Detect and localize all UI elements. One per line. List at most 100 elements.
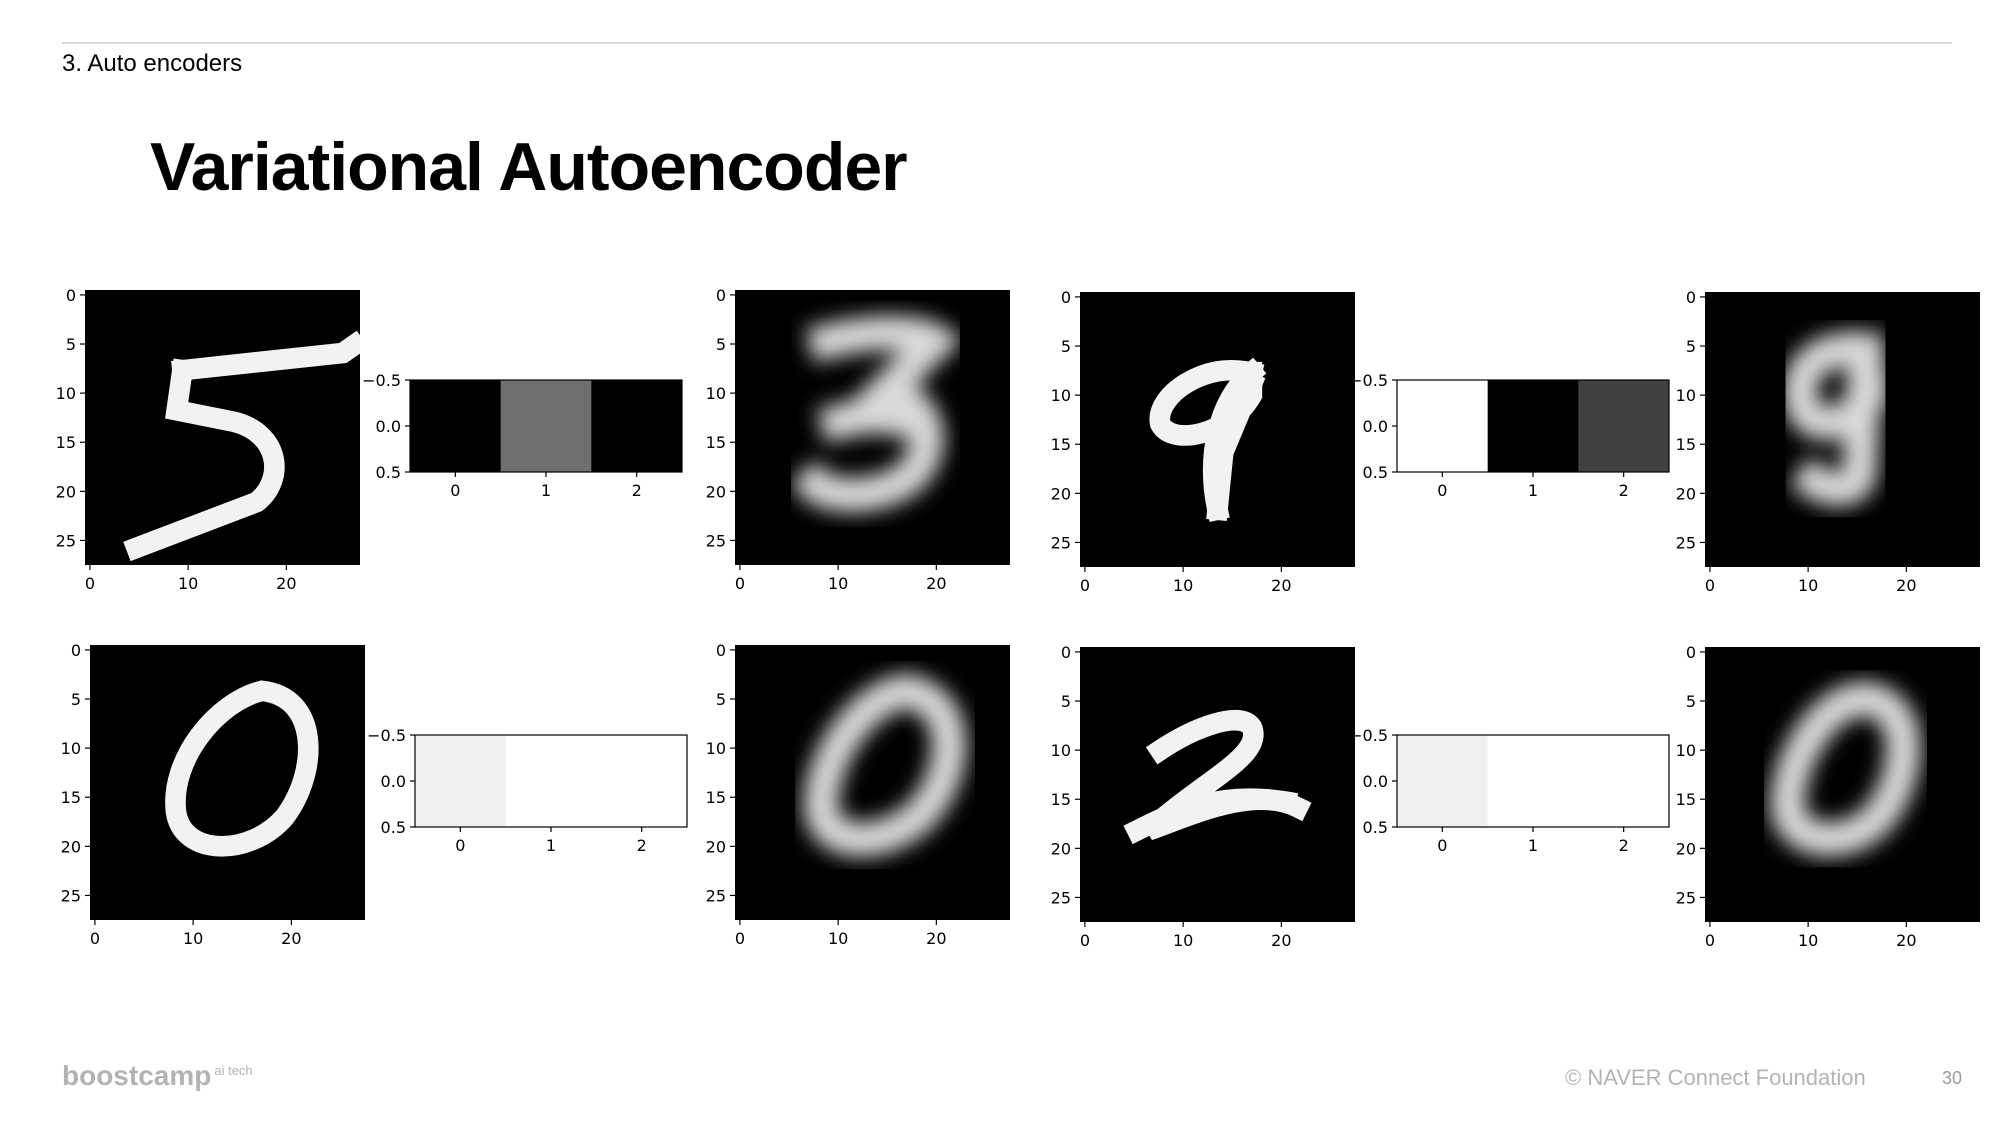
latent-cell [410, 380, 502, 472]
x-tick-label: 1 [541, 481, 551, 500]
y-tick-label: 0 [1686, 288, 1696, 307]
y-tick-label: 0 [71, 641, 81, 660]
y-tick-label: 15 [1676, 435, 1696, 454]
digit-stroke [1123, 709, 1312, 845]
x-tick-label: 10 [828, 929, 848, 948]
x-tick-label: 20 [926, 929, 946, 948]
latent-cell [1397, 735, 1489, 827]
slide-title: Variational Autoencoder [150, 129, 908, 205]
x-tick-label: 1 [546, 836, 556, 855]
x-tick-label: 2 [637, 836, 647, 855]
y-tick-label: 0 [1686, 643, 1696, 662]
y-tick-label: 10 [56, 384, 76, 403]
y-tick-label: 25 [1676, 533, 1696, 552]
y-tick-label: 15 [1676, 790, 1696, 809]
latent-cell [1397, 380, 1489, 472]
y-tick-label: 5 [66, 335, 76, 354]
y-tick-label: 15 [61, 788, 81, 807]
digit-stroke [1770, 681, 1921, 857]
y-tick-label: 10 [61, 739, 81, 758]
y-tick-label: 10 [1051, 386, 1071, 405]
y-tick-label: 0 [716, 641, 726, 660]
x-tick-label: 10 [1798, 931, 1818, 950]
y-tick-label: 20 [1051, 839, 1071, 858]
y-tick-label: 0.5 [381, 818, 406, 837]
footer-copyright: © NAVER Connect Foundation [1565, 1065, 1866, 1090]
y-tick-label: 20 [1051, 484, 1071, 503]
digit-stroke [1782, 331, 1889, 507]
y-tick-label: 0 [716, 286, 726, 305]
digit-stroke [803, 673, 967, 857]
x-tick-label: 10 [1798, 576, 1818, 595]
y-tick-label: 5 [1686, 692, 1696, 711]
latent-cell [1487, 735, 1579, 827]
page-number: 30 [1942, 1068, 1963, 1088]
x-tick-label: 20 [281, 929, 301, 948]
y-tick-label: 5 [1061, 337, 1071, 356]
y-tick-label: 0 [1061, 643, 1071, 662]
latent-cell [415, 735, 507, 827]
digit-stroke [123, 358, 285, 562]
y-tick-label: 25 [56, 531, 76, 550]
x-tick-label: 20 [1896, 576, 1916, 595]
x-tick-label: 10 [828, 574, 848, 593]
y-tick-label: 25 [706, 531, 726, 550]
image-background [90, 645, 365, 920]
y-tick-label: 0.5 [1363, 463, 1388, 482]
y-tick-label: 10 [706, 384, 726, 403]
digit-stroke [171, 330, 360, 382]
latent-cell [1487, 380, 1579, 472]
y-tick-label: 5 [71, 690, 81, 709]
y-tick-label: 0.0 [376, 417, 401, 436]
x-tick-label: 20 [1271, 576, 1291, 595]
y-tick-label: 15 [56, 433, 76, 452]
y-tick-label: 10 [1051, 741, 1071, 760]
x-tick-label: 10 [1173, 931, 1193, 950]
y-tick-label: 20 [56, 482, 76, 501]
y-tick-label: 25 [61, 886, 81, 905]
x-tick-label: 2 [1619, 836, 1629, 855]
x-tick-label: 10 [1173, 576, 1193, 595]
latent-cell [500, 380, 592, 472]
y-tick-label: −0.5 [1349, 371, 1388, 390]
y-tick-label: 0 [66, 286, 76, 305]
x-tick-label: 20 [1896, 931, 1916, 950]
y-tick-label: 15 [706, 788, 726, 807]
y-tick-label: 15 [706, 433, 726, 452]
latent-cell [1578, 380, 1670, 472]
digit-stroke [817, 399, 934, 443]
y-tick-label: 20 [1676, 839, 1696, 858]
y-tick-label: −0.5 [1349, 726, 1388, 745]
x-tick-label: 0 [1705, 931, 1715, 950]
y-tick-label: 20 [706, 482, 726, 501]
x-tick-label: 0 [450, 481, 460, 500]
y-tick-label: 0 [1061, 288, 1071, 307]
x-tick-label: 0 [1437, 836, 1447, 855]
digit-stroke [1202, 357, 1267, 523]
y-tick-label: 20 [706, 837, 726, 856]
x-tick-label: 0 [1080, 576, 1090, 595]
y-tick-label: 5 [1061, 692, 1071, 711]
x-tick-label: 20 [276, 574, 296, 593]
section-label: 3. Auto encoders [62, 50, 243, 77]
x-tick-label: 0 [85, 574, 95, 593]
x-tick-label: 10 [183, 929, 203, 948]
y-tick-label: 0.0 [1363, 772, 1388, 791]
